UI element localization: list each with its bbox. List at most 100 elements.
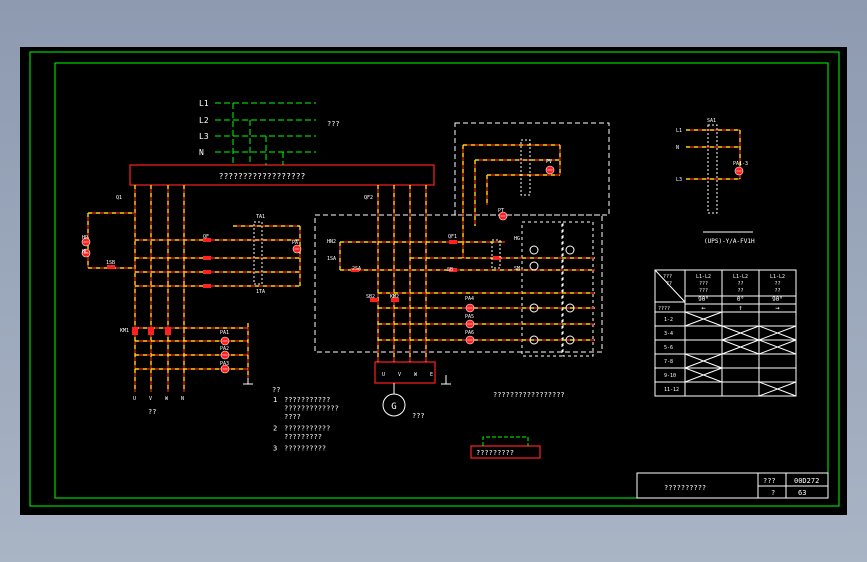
sa2-element [493,256,501,260]
ta2-element [203,270,211,274]
panel-terminal [565,303,575,313]
note-line: ?????????? [284,445,326,453]
switch-table-row-label: 3-4 [664,331,673,337]
sheet-title: ????????????????? [493,391,565,399]
switch-table-diagonal [654,269,686,303]
note-line: ????????? [284,433,322,441]
note-number: 2 [273,425,277,433]
main-bus-title: ?????????????????? [219,172,306,181]
label-right: 2SA [352,266,361,272]
control-box-title: ????????? [476,449,514,457]
label-left: HL [82,249,88,255]
switch-table-cross [758,339,797,355]
switch-table-row-label: 11-12 [664,387,679,393]
motor-terminal-label: E [430,372,433,378]
note-number: 3 [273,445,277,453]
motor-terminal-box [374,361,436,384]
ta1-element [203,256,211,260]
panel-terminal [529,261,539,271]
motor-letter: G [391,402,396,412]
label-right: HN2 [327,239,336,245]
label-right: PA4 [465,296,474,302]
sb1-element [107,265,115,269]
control-box [470,445,541,459]
panel-terminal [529,245,539,255]
qf-element [203,238,211,242]
bottom-left-caption: ?? [148,408,156,416]
label-right: PA5 [465,314,474,320]
title-block-field1-label: ??? [763,477,776,485]
label-right: PV [546,159,552,165]
label-middle: QF [203,234,209,240]
switch-table-position: ↑ [738,304,742,312]
note-line: ????????????? [284,405,339,413]
switch-table-subheader: ??? [699,281,708,287]
supply-caption: ??? [327,120,340,128]
label-right: PT [498,208,504,214]
note-line: ??????????? [284,425,330,433]
terminal-label: W [165,396,169,402]
switch-table-cross [721,325,760,341]
switch-table-frame [654,269,797,397]
control-box-wire [482,436,529,446]
label-right: PA6 [465,330,474,336]
switch-table-position: ← [701,304,705,312]
switch-table-row-label: 5-6 [664,345,673,351]
label-right: SM [514,266,520,272]
inner-frame [54,62,829,499]
phase-label: L3 [199,132,209,141]
aux-caption: (UPS)-Y/A-FV1H [704,238,755,245]
label-right: 1SA [327,256,336,262]
instrument-enclosure [454,122,610,216]
switch-table-subheader: ??? [699,288,708,294]
title-block-name: ?????????? [664,484,706,492]
meter-enclosure [314,214,603,353]
phase-label: N [199,148,204,157]
switch-table-header: L1-L2 [770,274,785,280]
panel-terminal [565,245,575,255]
note-number: 1 [273,396,277,404]
switch-table-corner-top: ??? [663,274,672,280]
note-line: ??????????? [284,396,330,404]
panel-terminal [529,335,539,345]
switch-table-cross [684,367,723,383]
label-left: Q1 [116,195,122,201]
ct-column [253,221,263,285]
km1-contact-a [132,327,138,335]
motor-terminal-label: W [414,372,418,378]
note-line: ???? [284,413,301,421]
switch-table-cross [758,325,797,341]
wiring [87,144,595,392]
notes-heading: ?? [272,386,280,394]
switch-table-cross [758,381,797,397]
outer-frame [29,51,840,507]
supply-lines [215,102,316,165]
switch-table-angle: 0° [737,296,744,303]
switch-table-cross [721,339,760,355]
km2-element [391,298,399,302]
phase-label: L1 [199,99,209,108]
label-right: HG [514,236,520,242]
panel-b [562,221,594,357]
label-right: SB2 [366,294,375,300]
sb2-element [370,298,378,302]
switch-table-row-label: 1-2 [664,317,673,323]
switch-table-corner-bottom: ?? [666,281,672,287]
switch-table-row-label: 7-8 [664,359,673,365]
switch-table-subheader: ?? [774,288,780,294]
label-right: SB [447,267,453,273]
terminal-label: V [149,396,152,402]
notes: ?? 1???????????????????????????? 2????????… [272,386,339,453]
label-middle: PA [292,240,298,246]
label-right: QF1 [448,234,457,240]
switch-table-row-label: 9-10 [664,373,676,379]
terminal-column [520,139,531,196]
switch-table: ?????????L1-L2??????90°←L1-L2????0°↑L1-L… [654,269,797,397]
panel-terminal [565,335,575,345]
switch-table-cross [684,311,723,327]
